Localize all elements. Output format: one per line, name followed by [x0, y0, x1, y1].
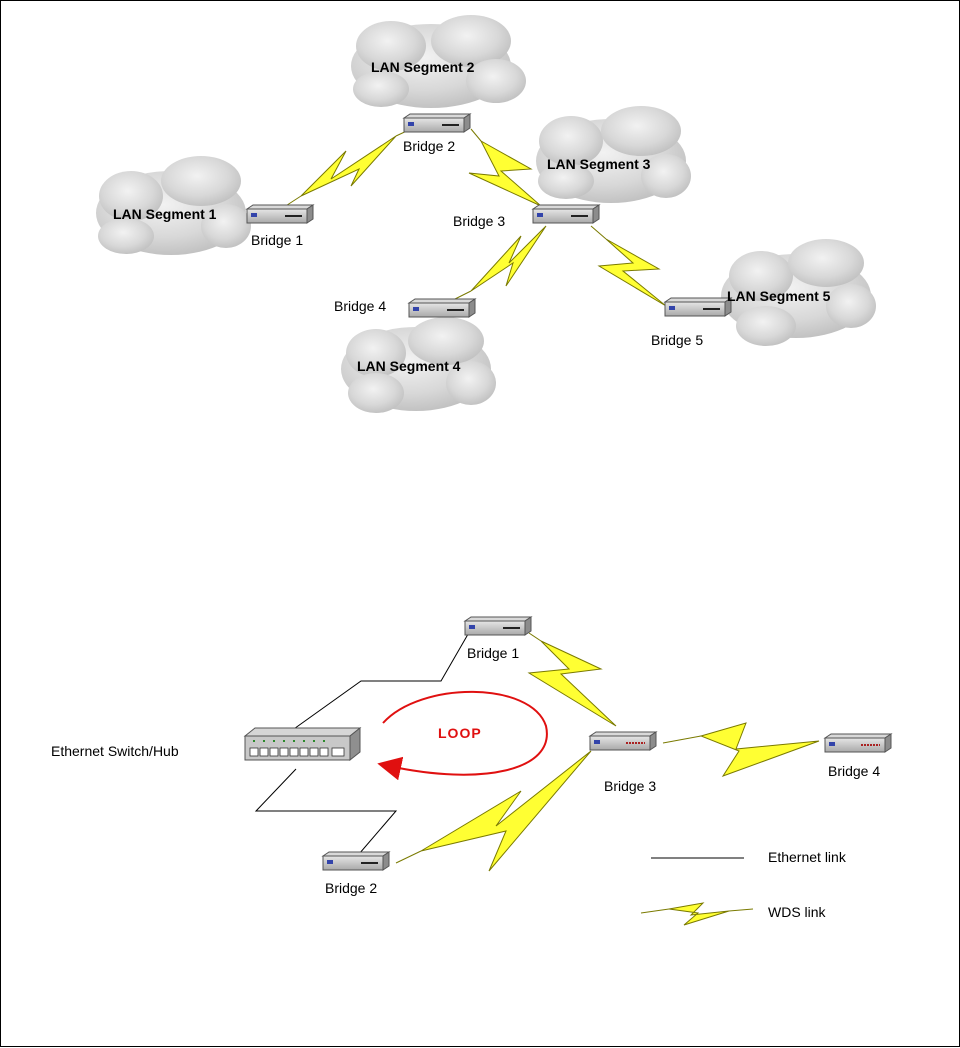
label-bridge-bottom-2: Bridge 2: [325, 880, 377, 896]
wds-link-b3-b2: [396, 751, 591, 871]
ethernet-link-switch-bridge1: [291, 629, 471, 731]
label-bridge-top-5: Bridge 5: [651, 332, 703, 348]
bridge-device-top-5: [665, 298, 731, 316]
label-bridge-top-1: Bridge 1: [251, 232, 303, 248]
label-lan-segment-5: LAN Segment 5: [727, 288, 831, 304]
label-bridge-bottom-1: Bridge 1: [467, 645, 519, 661]
label-ethernet-switch: Ethernet Switch/Hub: [51, 743, 179, 759]
ethernet-switch-icon: [245, 728, 360, 760]
label-lan-segment-4: LAN Segment 4: [357, 358, 461, 374]
bridge-device-bottom-2: [323, 852, 389, 870]
legend-wds-label: WDS link: [768, 904, 827, 920]
ethernet-link-switch-bridge2: [256, 769, 396, 861]
bridge-device-top-2: [404, 114, 470, 132]
label-lan-segment-2: LAN Segment 2: [371, 59, 475, 75]
bridge-device-top-1: [247, 205, 313, 223]
label-lan-segment-1: LAN Segment 1: [113, 206, 217, 222]
cloud-lan-segment-3: [536, 106, 691, 203]
legend: Ethernet link WDS link: [641, 849, 847, 925]
label-bridge-top-2: Bridge 2: [403, 138, 455, 154]
wds-link-b1-b3: [529, 633, 616, 726]
legend-wds-symbol: [641, 903, 753, 925]
label-bridge-bottom-4: Bridge 4: [828, 763, 880, 779]
bridge-device-bottom-3: [590, 732, 656, 750]
bridge-device-top-4: [409, 299, 475, 317]
label-bridge-bottom-3: Bridge 3: [604, 778, 656, 794]
label-bridge-top-3: Bridge 3: [453, 213, 505, 229]
bridge-device-bottom-4: [825, 734, 891, 752]
label-loop: LOOP: [438, 725, 482, 741]
wds-link-bridge2-bridge3: [469, 129, 541, 206]
bridge-device-top-3: [533, 205, 599, 223]
label-lan-segment-3: LAN Segment 3: [547, 156, 651, 172]
wds-link-b3-b4: [663, 723, 819, 776]
label-bridge-top-4: Bridge 4: [334, 298, 386, 314]
wds-link-bridge3-bridge4: [451, 226, 546, 301]
legend-ethernet-label: Ethernet link: [768, 849, 847, 865]
bridge-device-bottom-1: [465, 617, 531, 635]
wds-link-bridge3-bridge5: [591, 226, 666, 306]
wds-link-bridge1-bridge2: [281, 129, 411, 209]
